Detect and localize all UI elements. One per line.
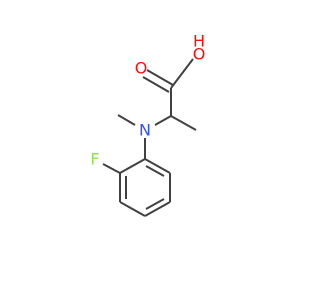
ring-bond-6 — [119, 158, 146, 174]
bonds — [102, 58, 197, 217]
ring-inner-double-2 — [145, 198, 165, 210]
atom-h-hydroxyl: H — [193, 32, 205, 51]
atom-n: N — [139, 121, 151, 140]
ring-bond-1 — [144, 158, 171, 174]
atom-f: F — [90, 150, 99, 169]
bond-carbonyl-double-a — [146, 69, 174, 86]
atom-o-carbonyl: O — [135, 59, 148, 78]
ring-inner-double-1 — [145, 165, 165, 177]
bond-carbonyl-double-b — [142, 76, 170, 93]
ring-bond-4 — [119, 201, 146, 217]
bond-ring-f — [102, 163, 121, 174]
bond-n-methyl — [117, 114, 136, 126]
molecule-structure: O O H N F — [90, 32, 205, 217]
bond-c-oh — [170, 58, 194, 89]
atom-labels: O O H N F — [90, 32, 205, 169]
bond-alpha-n — [154, 115, 172, 126]
ring-bond-3 — [144, 201, 171, 217]
atom-o-hydroxyl: O — [193, 45, 206, 64]
bond-alpha-methyl — [170, 115, 197, 131]
